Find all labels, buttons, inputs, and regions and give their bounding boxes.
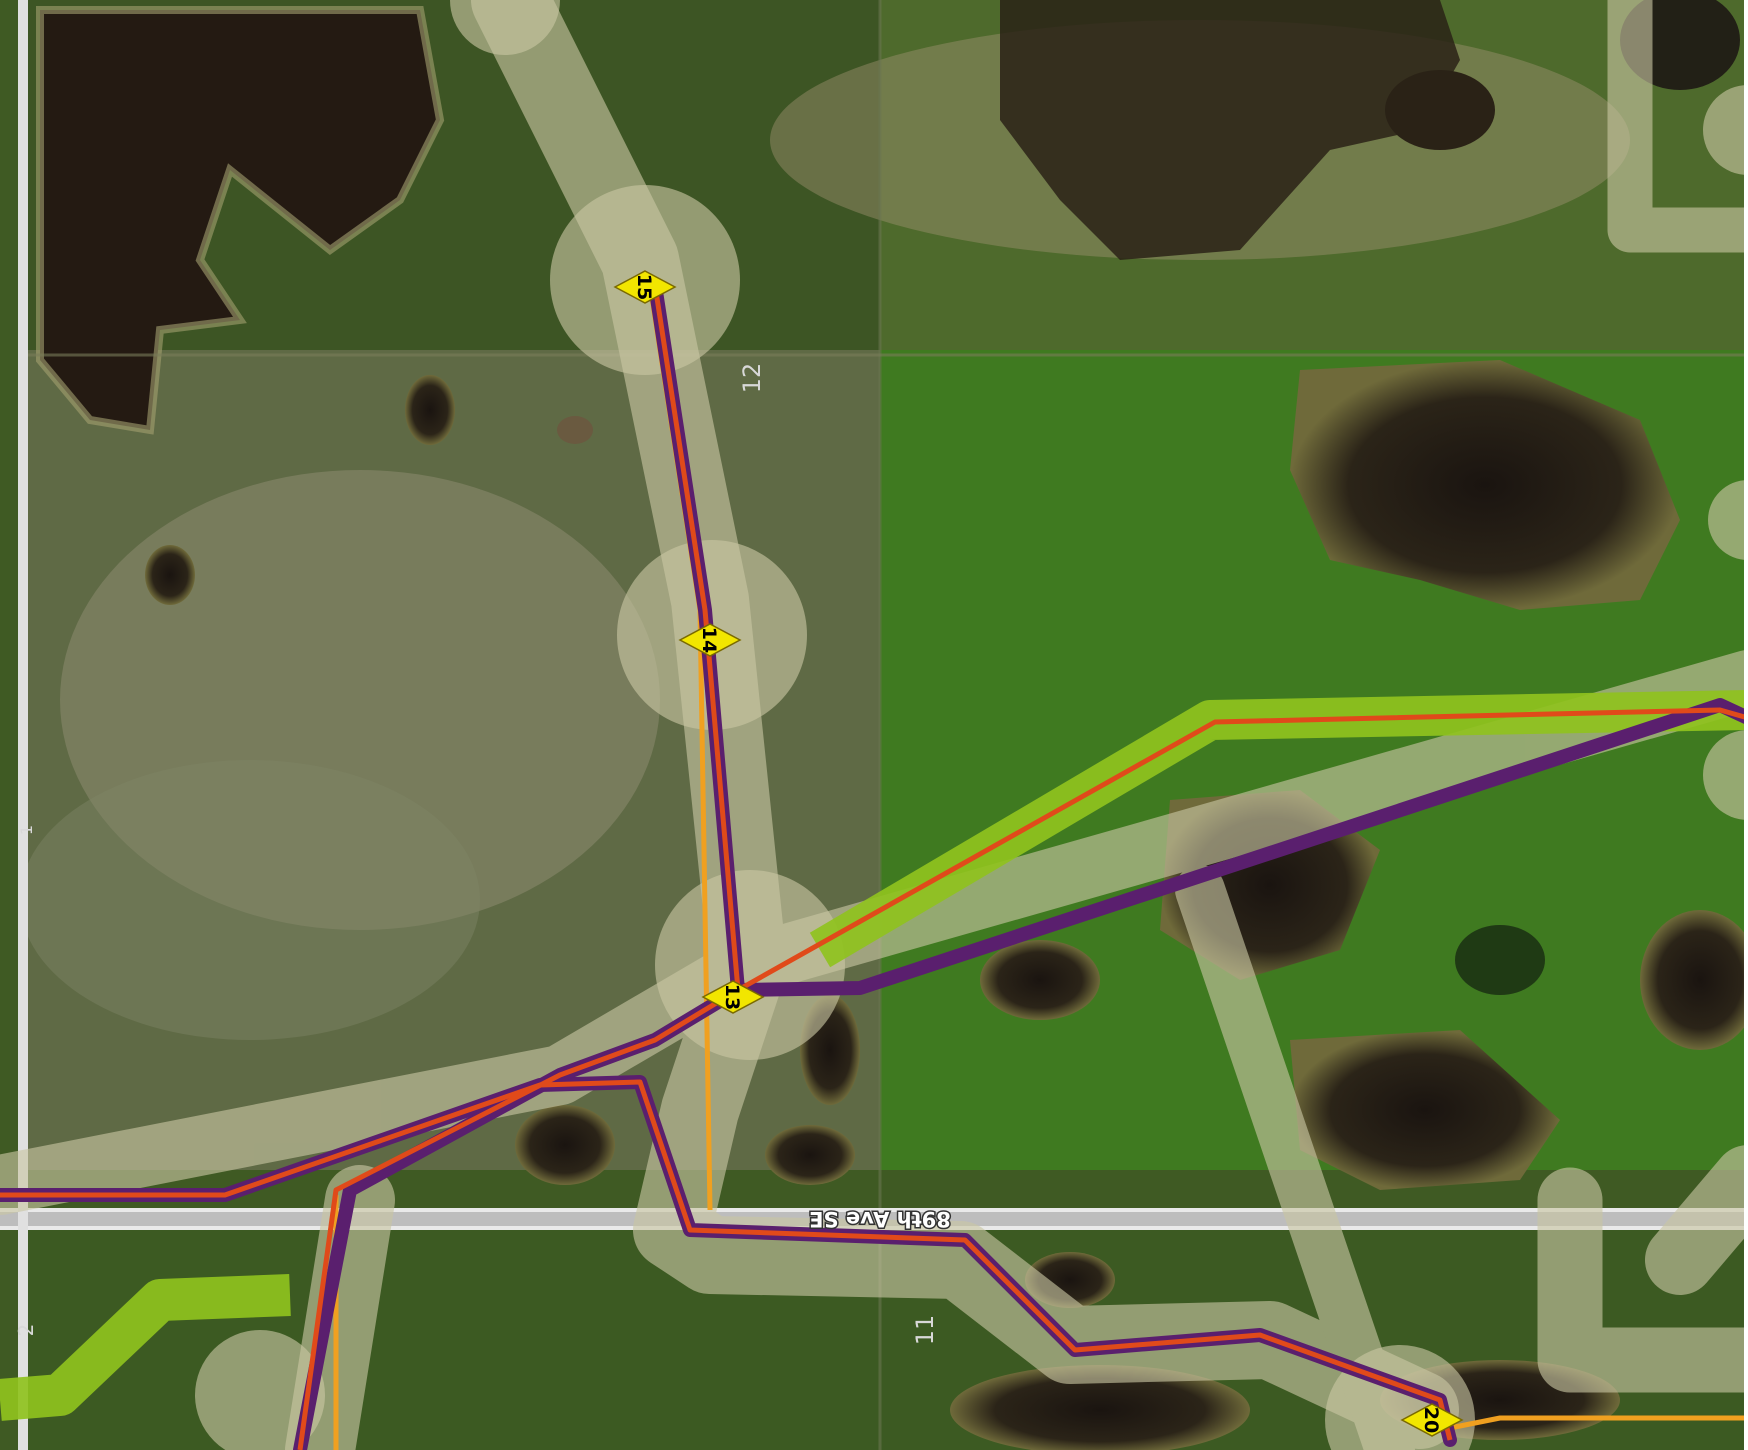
svg-text:20: 20 <box>1420 1407 1442 1433</box>
diamond-marker-icon <box>678 623 742 657</box>
diamond-marker-icon <box>1400 1403 1464 1437</box>
svg-text:11: 11 <box>911 1315 939 1346</box>
marker-14[interactable]: 14 <box>678 623 742 657</box>
section-label-12: 12 <box>738 363 766 394</box>
svg-text:14: 14 <box>698 627 720 653</box>
section-label-2: 2 <box>14 1324 38 1337</box>
diamond-marker-icon <box>613 270 677 304</box>
road-label: 89th Ave SE <box>808 1206 953 1233</box>
page-edge <box>1744 0 1748 1450</box>
svg-text:13: 13 <box>721 984 743 1010</box>
section-label-11: 11 <box>911 1315 939 1346</box>
route-red <box>0 284 1748 1450</box>
marker-15[interactable]: 15 <box>613 270 677 304</box>
diamond-marker-icon <box>701 980 765 1014</box>
marker-20[interactable]: 20 <box>1400 1403 1464 1437</box>
marker-13[interactable]: 13 <box>701 980 765 1014</box>
svg-text:12: 12 <box>738 363 766 394</box>
svg-text:2: 2 <box>14 1324 38 1337</box>
svg-text:15: 15 <box>633 274 655 300</box>
section-label-1: 1 <box>17 825 36 835</box>
svg-text:1: 1 <box>17 825 36 835</box>
road-label-text: 89th Ave SE <box>809 1207 951 1231</box>
